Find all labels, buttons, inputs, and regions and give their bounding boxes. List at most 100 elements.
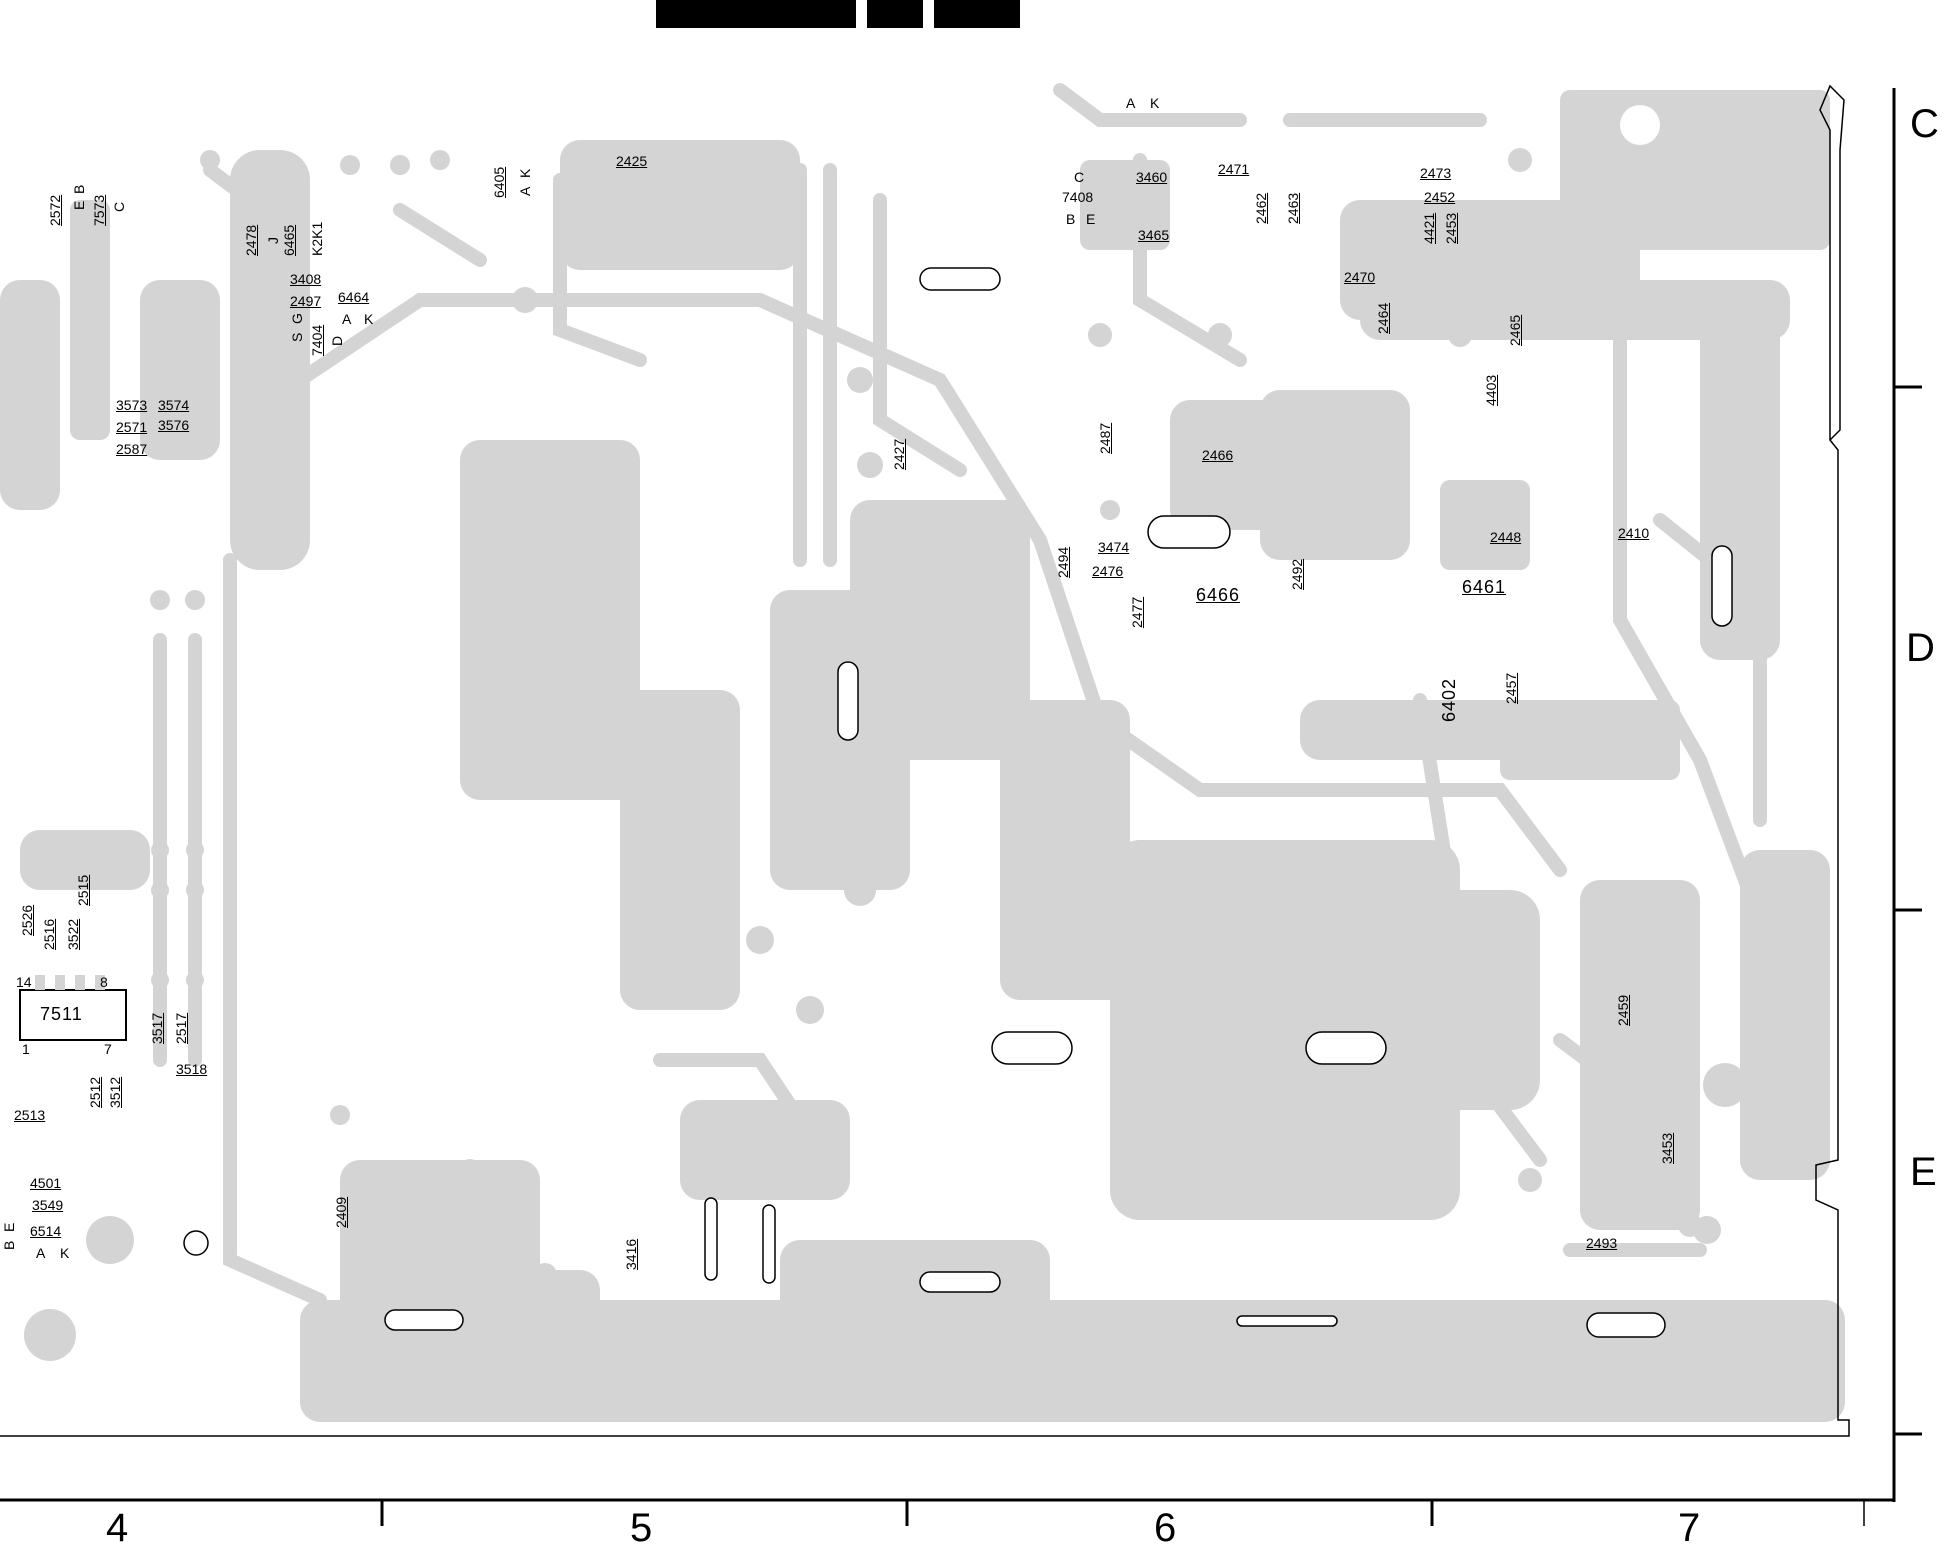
component-label: 6405 (491, 166, 507, 198)
component-label: 2587 (116, 441, 148, 457)
component-label: 2497 (290, 293, 322, 309)
component-label: C (1074, 169, 1085, 185)
component-label: 2425 (616, 153, 648, 169)
component-label: 2465 (1507, 314, 1523, 346)
component-label: 3549 (32, 1197, 64, 1213)
pad (1017, 1327, 1053, 1363)
copper-area (1000, 700, 1130, 1000)
ruler-column-label-6: 6 (1154, 1506, 1177, 1550)
pad (186, 881, 204, 899)
component-label: 2457 (1503, 672, 1519, 704)
copper-area (1500, 700, 1680, 780)
pad (1754, 1069, 1786, 1101)
component-label: B (1066, 211, 1076, 227)
component-label: 3573 (116, 397, 148, 413)
copper-area (70, 200, 110, 440)
trace (1413, 693, 1547, 1167)
ruler-column-label-5: 5 (630, 1506, 653, 1550)
ic-pin-label: 7 (104, 1041, 112, 1057)
component-label: B (1, 1240, 17, 1250)
pad (260, 155, 280, 175)
pad (857, 452, 883, 478)
ic-label: 7511 (40, 1004, 83, 1024)
component-label: J (265, 237, 281, 244)
trace (1133, 153, 1247, 367)
component-label: 2409 (333, 1196, 349, 1228)
component-label: A (36, 1245, 46, 1261)
pad (151, 881, 169, 899)
trace (873, 193, 967, 477)
pad (428, 1238, 452, 1262)
pad (847, 367, 873, 393)
copper-area (560, 140, 800, 270)
pad (1508, 148, 1532, 172)
copper-area (1440, 480, 1530, 570)
slot (704, 1197, 718, 1281)
slot (1147, 515, 1231, 549)
ic-pin-label: 8 (100, 974, 108, 990)
pad (1693, 1216, 1721, 1244)
slot (1236, 1315, 1338, 1327)
pad (1227, 1337, 1263, 1373)
component-label: 2512 (87, 1076, 103, 1108)
copper-area (360, 1270, 600, 1420)
pad (185, 590, 205, 610)
slots (183, 267, 1733, 1338)
component-label: 6466 (1196, 585, 1241, 605)
board-edge (0, 84, 1850, 1437)
slot (1711, 545, 1733, 627)
slot (837, 661, 859, 741)
pad (24, 1309, 76, 1361)
component-label: 4421 (1421, 212, 1437, 244)
component-label: 3474 (1098, 539, 1130, 555)
copper-area (850, 500, 1030, 760)
pad (1432, 1340, 1468, 1376)
copper-area (460, 440, 640, 800)
pad (844, 874, 876, 906)
component-label: 7404 (309, 324, 325, 356)
component-label: S (289, 332, 305, 342)
pad (1088, 323, 1112, 347)
copper-area (840, 1340, 1010, 1420)
pad (430, 150, 450, 170)
component-label: 4403 (1483, 374, 1499, 406)
component-label: 2410 (1618, 525, 1650, 541)
component-label: 3574 (158, 397, 190, 413)
copper-area (650, 1340, 820, 1420)
component-label: 2526 (19, 904, 35, 936)
pad (580, 150, 600, 170)
ruler-frame (0, 88, 1922, 1526)
pad (512, 287, 538, 313)
component-label: 3576 (158, 417, 190, 433)
component-label: 2572 (47, 194, 63, 226)
pad (151, 841, 169, 859)
pad (746, 926, 774, 954)
header-block (656, 0, 856, 28)
pad (1703, 1063, 1747, 1107)
component-label: 2494 (1055, 546, 1071, 578)
copper-area (1580, 880, 1700, 1230)
header-block (867, 0, 923, 28)
component-label: 2516 (41, 918, 57, 950)
component-label: 2427 (891, 438, 907, 470)
copper-area (230, 150, 310, 570)
component-label: 2492 (1289, 558, 1305, 590)
component-label: 6465 (281, 224, 297, 256)
component-label: K (364, 311, 374, 327)
ic-pin-label: 14 (16, 974, 32, 990)
trace (1613, 313, 1767, 927)
component-label: 3453 (1659, 1132, 1675, 1164)
component-label: 2513 (14, 1107, 46, 1123)
component-label: 2459 (1615, 994, 1631, 1026)
component-label: 3460 (1136, 169, 1168, 185)
component-label: 2453 (1443, 212, 1459, 244)
component-label: 2493 (1586, 1235, 1618, 1251)
component-label: 2470 (1344, 269, 1376, 285)
component-label: A (517, 186, 533, 196)
trace (1553, 1033, 1647, 1077)
component-label: 2466 (1202, 447, 1234, 463)
component-label: E (1, 1222, 17, 1232)
slot (919, 267, 1001, 291)
slot (183, 1230, 209, 1256)
pad (459, 1159, 481, 1181)
